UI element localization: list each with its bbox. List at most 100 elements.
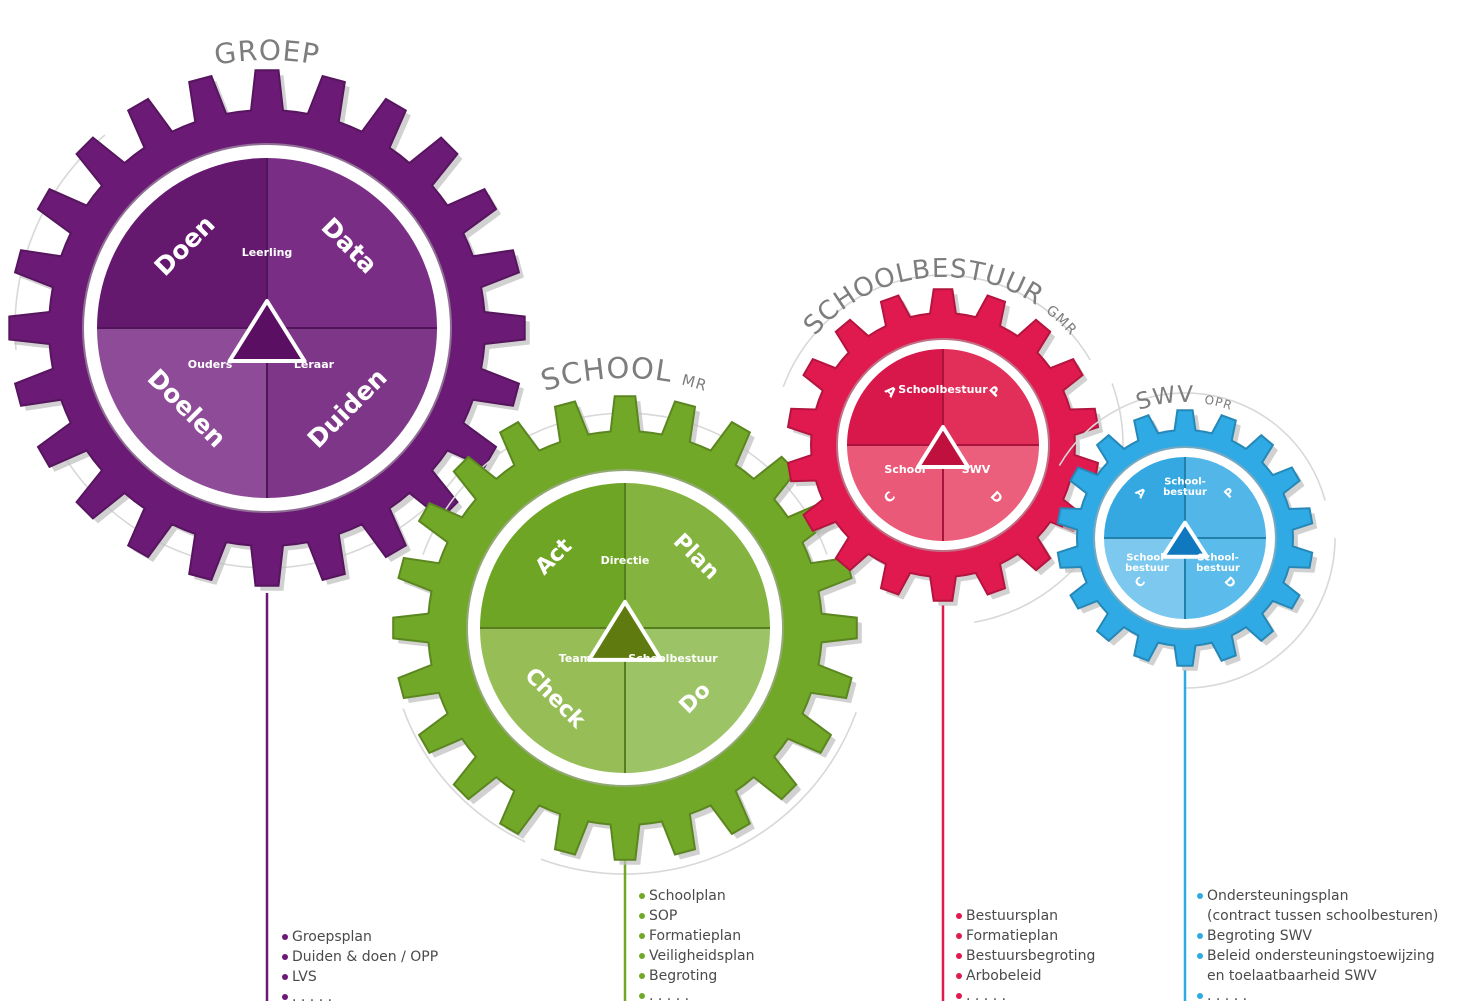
list-item: (contract tussen schoolbesturen) (1197, 906, 1438, 926)
schoolbestuur-center-label-right: SWV (962, 463, 991, 476)
groep-title: GROEP (212, 34, 322, 72)
bullet-dot (282, 954, 288, 960)
school-sector-bottom-left (480, 628, 625, 773)
list-item: Bestuursbegroting (956, 946, 1095, 966)
list-item-text: Groepsplan (292, 929, 372, 945)
bullet-dot (639, 993, 645, 999)
bullet-dot (956, 993, 962, 999)
bullet-dot (1197, 933, 1203, 939)
list-item-text: . . . . . (292, 989, 333, 1005)
schoolbestuur-sector-top-left (847, 349, 943, 445)
list-item: . . . . . (282, 987, 438, 1007)
list-item: Groepsplan (282, 927, 438, 947)
list-item-text: Bestuursbegroting (966, 948, 1096, 964)
bullet-dot (639, 953, 645, 959)
groep-sector-top-right (267, 158, 437, 328)
bullet-dot (956, 973, 962, 979)
list-item: Veiligheidsplan (639, 946, 754, 966)
groep-sector-bottom-left (97, 328, 267, 498)
bullet-dot (639, 893, 645, 899)
groep-center-triangle (227, 299, 307, 363)
list-item: Ondersteuningsplan (1197, 886, 1438, 906)
decorative-ring-arc (540, 711, 857, 875)
school-center-label-left: Team (559, 652, 591, 665)
list-item: . . . . . (639, 986, 754, 1006)
list-item-text: Bestuursplan (966, 908, 1059, 924)
list-item-text: en toelaatbaarheid SWV (1207, 968, 1377, 984)
list-item: Formatieplan (956, 926, 1095, 946)
list-item: LVS (282, 967, 438, 987)
list-item-text: . . . . . (649, 988, 690, 1004)
list-item-text: . . . . . (1207, 988, 1248, 1004)
school-sector-top-right (625, 483, 770, 628)
list-item-text: Beleid ondersteuningstoewijzing (1207, 948, 1435, 964)
groep-sector-bottom-right (267, 328, 437, 498)
list-item-text: Arbobeleid (966, 968, 1042, 984)
list-item: . . . . . (956, 986, 1095, 1006)
bullet-dot (956, 933, 962, 939)
bullet-dot (1197, 993, 1203, 999)
swv-center-label-right: School-bestuur (1196, 553, 1240, 575)
list-item: Beleid ondersteuningstoewijzing (1197, 946, 1438, 966)
bullet-dot (282, 994, 288, 1000)
list-item: Formatieplan (639, 926, 754, 946)
school-center-label-top: Directie (601, 554, 650, 567)
swv-center-label-top: School-bestuur (1163, 477, 1207, 499)
decorative-ring-arc (782, 274, 1091, 388)
list-item-text: Veiligheidsplan (649, 948, 755, 964)
list-item-text: . . . . . (966, 988, 1007, 1004)
list-item: Arbobeleid (956, 966, 1095, 986)
decorative-ring-arc (1184, 537, 1336, 689)
gear-swv: PDCASchool-bestuurSchool-bestuurSchool-b… (1056, 382, 1336, 1001)
list-item-text: Duiden & doen / OPP (292, 949, 439, 965)
list-item-text: Formatieplan (649, 928, 742, 944)
swv-center-label-left: School-bestuur (1125, 553, 1169, 575)
swv-sector-top-left (1104, 457, 1185, 538)
swv-document-list: Ondersteuningsplan (contract tussen schoo… (1197, 886, 1438, 1006)
list-item: SOP (639, 906, 754, 926)
schoolbestuur-sector-top-right (943, 349, 1039, 445)
decorative-ring-arc (1058, 392, 1326, 501)
school-sector-bottom-right (625, 628, 770, 773)
schoolbestuur-center-label-top: Schoolbestuur (898, 383, 988, 396)
list-item-text: (contract tussen schoolbesturen) (1207, 908, 1439, 924)
groep-center-label-top: Leerling (242, 246, 293, 259)
list-item-text: LVS (292, 969, 317, 985)
schoolbestuur-center-triangle (916, 425, 970, 469)
bullet-dot (282, 974, 288, 980)
list-item: Duiden & doen / OPP (282, 947, 438, 967)
list-item: Begroting (639, 966, 754, 986)
list-item: Bestuursplan (956, 906, 1095, 926)
school-center-triangle (587, 599, 663, 662)
list-item: Begroting SWV (1197, 926, 1438, 946)
swv-sector-top-right (1185, 457, 1266, 538)
bullet-dot (282, 934, 288, 940)
bullet-dot (639, 973, 645, 979)
list-item-text: Schoolplan (649, 888, 726, 904)
schoolbestuur-center-label-left: School (884, 463, 925, 476)
list-item: Schoolplan (639, 886, 754, 906)
groep-center-label-right: Leraar (294, 358, 335, 371)
decorative-ring-arc (402, 708, 526, 843)
bullet-dot (1197, 893, 1203, 899)
school-sector-top-left (480, 483, 625, 628)
swv-center-triangle (1161, 520, 1209, 559)
list-item-text: Begroting SWV (1207, 928, 1313, 944)
bullet-dot (639, 933, 645, 939)
bullet-dot (956, 913, 962, 919)
bullet-dot (639, 913, 645, 919)
list-item-text: Formatieplan (966, 928, 1059, 944)
bullet-dot (956, 953, 962, 959)
school-center-label-right: Schoolbestuur (628, 652, 718, 665)
list-item: en toelaatbaarheid SWV (1197, 966, 1438, 986)
list-item-text: Begroting (649, 968, 718, 984)
groep-center-label-left: Ouders (188, 358, 233, 371)
list-item-text: SOP (649, 908, 678, 924)
